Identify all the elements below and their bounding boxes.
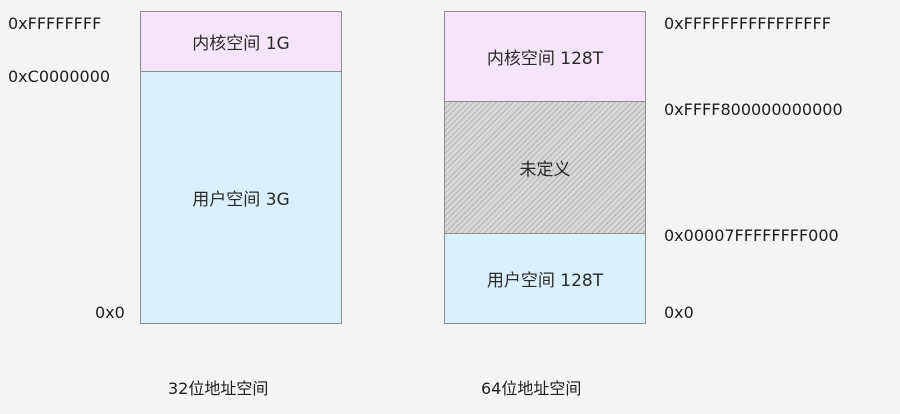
kernel-space-32-label: 内核空间 1G (192, 34, 290, 54)
kernel-space-64-block: 内核空间 128T (444, 11, 646, 102)
addr-32-top: 0xFFFFFFFF (8, 14, 102, 33)
addr-32-split: 0xC0000000 (8, 67, 111, 86)
addr-64-user-end: 0x00007FFFFFFFF000 (664, 226, 839, 245)
user-space-32-label: 用户空间 3G (192, 190, 290, 210)
caption-64: 64位地址空间 (481, 379, 582, 398)
undefined-space-block: 未定义 (444, 101, 646, 234)
user-space-32-block: 用户空间 3G (140, 71, 342, 324)
addr-32-bottom: 0x0 (95, 303, 125, 322)
kernel-space-32-block: 内核空间 1G (140, 11, 342, 72)
addr-64-bottom: 0x0 (664, 303, 694, 322)
user-space-64-block: 用户空间 128T (444, 233, 646, 324)
user-space-64-label: 用户空间 128T (486, 271, 604, 291)
addr-64-kernel-start: 0xFFFF800000000000 (664, 100, 843, 119)
caption-32: 32位地址空间 (168, 379, 269, 398)
kernel-space-64-label: 内核空间 128T (486, 49, 604, 69)
undefined-space-label: 未定义 (519, 160, 571, 180)
addr-64-top: 0xFFFFFFFFFFFFFFFF (664, 14, 831, 33)
